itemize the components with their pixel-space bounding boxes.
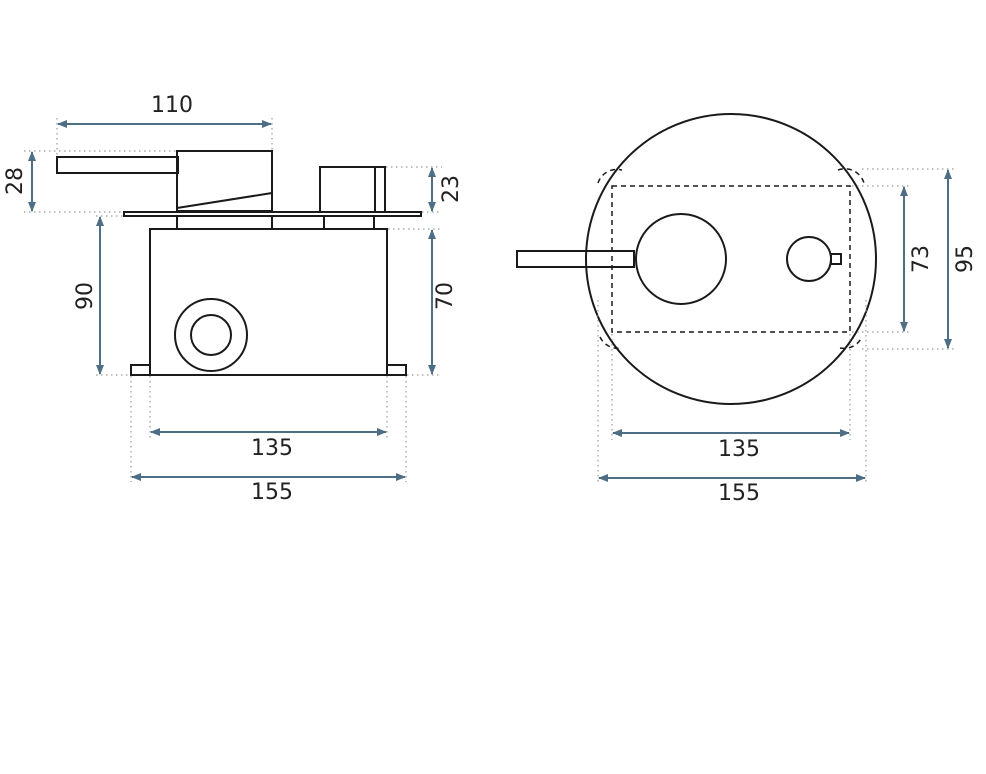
dim-label-90: 90: [73, 282, 98, 310]
dim-label-155: 155: [251, 480, 293, 505]
front-view: 73 95 135 155: [516, 113, 978, 506]
handle-connector: [176, 215, 273, 230]
dim-label-23: 23: [439, 175, 464, 203]
cover-plate-circle: [585, 113, 877, 405]
knob-connector: [323, 215, 375, 230]
hidden-corner-br: [839, 336, 863, 350]
hidden-box-outline: [611, 185, 851, 333]
hidden-corner-tl: [597, 168, 623, 184]
dim-label-front-155: 155: [718, 481, 760, 506]
diverter-knob: [786, 236, 832, 282]
hidden-corner-tr: [837, 168, 865, 184]
front-lever: [516, 250, 635, 268]
dim-label-135: 135: [251, 436, 293, 461]
side-view: 110 28 23 90 70 135 155: [3, 93, 464, 505]
foot-left: [130, 364, 151, 376]
dim-label-95: 95: [953, 245, 978, 273]
front-view-dimension-lines: [598, 169, 952, 482]
lever-handle: [56, 156, 179, 174]
hidden-corner-bl: [599, 336, 623, 350]
front-view-outline: [516, 113, 877, 405]
handle-block-slant: [176, 192, 273, 209]
front-view-extension-lines: [597, 168, 955, 482]
handle-rosette: [635, 213, 727, 305]
dim-label-110: 110: [151, 93, 193, 118]
side-view-outline: [56, 150, 422, 376]
handle-block: [176, 150, 273, 212]
side-view-dimension-lines: [28, 120, 436, 481]
port-inner-ring: [190, 314, 232, 356]
dim-label-73: 73: [909, 245, 934, 273]
dim-label-front-135: 135: [718, 437, 760, 462]
dim-label-70: 70: [433, 282, 458, 310]
mixer-box: [149, 228, 388, 376]
front-view-dimension-labels: 73 95 135 155: [718, 245, 978, 506]
side-view-dimension-labels: 110 28 23 90 70 135 155: [3, 93, 464, 505]
port-outer-ring: [174, 298, 248, 372]
diverter-knob-tab: [830, 253, 842, 265]
foot-right: [386, 364, 407, 376]
dim-label-28: 28: [3, 167, 28, 195]
